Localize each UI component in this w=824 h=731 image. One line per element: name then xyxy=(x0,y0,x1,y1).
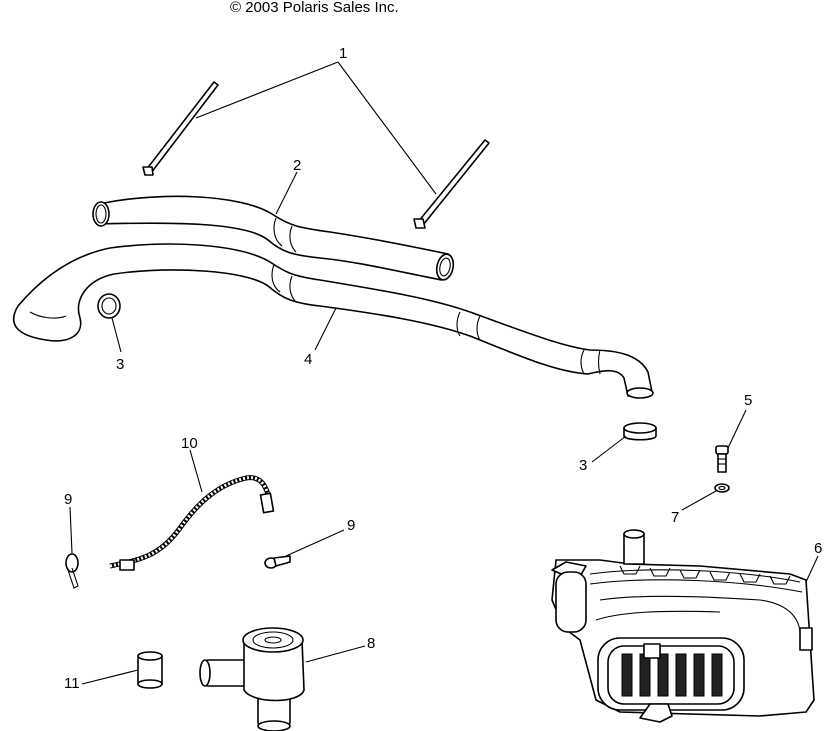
callout-leader-3a xyxy=(111,317,122,353)
washer xyxy=(714,483,730,493)
clamp-left xyxy=(65,553,79,589)
check-valve xyxy=(199,627,305,731)
callout-leader-4 xyxy=(314,307,337,351)
sleeve xyxy=(137,651,163,689)
screw xyxy=(715,445,729,473)
airbox-housing xyxy=(551,529,815,723)
callout-9-left: 9 xyxy=(64,491,72,508)
callout-leader-9a xyxy=(69,506,73,554)
callout-8: 8 xyxy=(367,635,375,652)
hose-lower xyxy=(12,243,654,399)
callout-leader-7 xyxy=(681,490,717,511)
ring-lower xyxy=(623,422,657,441)
callout-6: 6 xyxy=(814,540,822,557)
callout-3-lower: 3 xyxy=(579,457,587,474)
callout-leader-8 xyxy=(305,645,366,663)
callout-1: 1 xyxy=(339,45,347,62)
callout-11: 11 xyxy=(64,675,80,692)
callout-leader-2 xyxy=(275,171,298,215)
hose-upper xyxy=(92,195,455,281)
callout-3-upper: 3 xyxy=(116,356,124,373)
copyright-notice: © 2003 Polaris Sales Inc. xyxy=(230,0,399,16)
cable-tie-right xyxy=(413,139,490,229)
callout-leader-5 xyxy=(727,409,747,449)
clamp-right xyxy=(264,555,291,569)
callout-7: 7 xyxy=(671,509,679,526)
callout-leader-6 xyxy=(805,555,819,583)
callout-leader-1 xyxy=(195,61,437,195)
callout-leader-11 xyxy=(81,669,139,685)
breather-line xyxy=(109,475,275,571)
callout-9-right: 9 xyxy=(347,517,355,534)
callout-leader-9b xyxy=(285,529,345,557)
callout-leader-10 xyxy=(189,449,203,493)
cable-tie-left xyxy=(142,81,219,176)
callout-4: 4 xyxy=(304,351,312,368)
ring-upper xyxy=(97,293,121,319)
callout-10: 10 xyxy=(181,435,198,452)
callout-leader-3b xyxy=(591,435,627,463)
callout-2: 2 xyxy=(293,157,301,174)
callout-5: 5 xyxy=(744,392,752,409)
